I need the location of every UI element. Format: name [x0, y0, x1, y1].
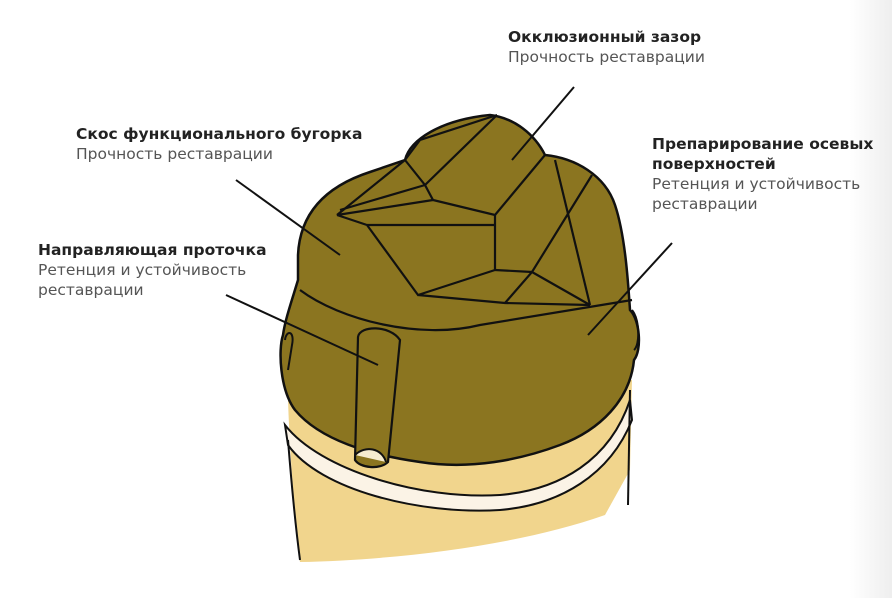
- label-title: Скос функционального бугорка: [76, 125, 363, 143]
- label-title: Окклюзионный зазор: [508, 28, 702, 46]
- label-title: Препарирование осевых поверхностей: [652, 135, 874, 173]
- label-subtitle: Ретенция и устойчивость реставрации: [652, 175, 861, 213]
- label-occlusal-clearance: Окклюзионный зазор Прочность реставрации: [508, 27, 705, 67]
- preparation-lines: [299, 113, 633, 332]
- label-guide-groove: Направляющая проточка Ретенция и устойчи…: [38, 240, 278, 300]
- leader-lines: [225, 86, 673, 366]
- label-axial-reduction: Препарирование осевых поверхностей Ретен…: [652, 134, 887, 214]
- label-functional-cusp-bevel: Скос функционального бугорка Прочность р…: [76, 124, 362, 164]
- margin-band: [283, 399, 634, 512]
- tooth-crown: [279, 113, 641, 467]
- label-subtitle: Ретенция и устойчивость реставрации: [38, 261, 247, 299]
- label-subtitle: Прочность реставрации: [76, 145, 273, 163]
- label-subtitle: Прочность реставрации: [508, 48, 705, 66]
- label-title: Направляющая проточка: [38, 241, 267, 259]
- guide-groove: [353, 327, 402, 469]
